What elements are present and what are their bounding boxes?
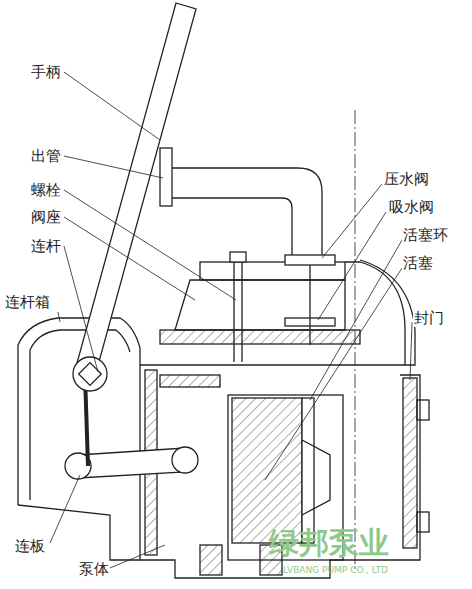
door-bolt	[417, 400, 429, 420]
watermark: 绿邦泵业	[268, 526, 390, 559]
part-label: 活塞环	[402, 227, 449, 244]
part-label: 阀座	[30, 209, 62, 226]
leader-lines	[50, 72, 412, 568]
watermark-subtitle: LVBANG PUMP CO., LTD	[282, 566, 389, 576]
part-label: 连杆箱	[4, 294, 51, 311]
part-label: 压水阀	[383, 171, 430, 188]
part-label: 螺栓	[30, 182, 62, 199]
pivot	[73, 357, 107, 391]
door-bolt	[417, 512, 429, 532]
link-pin	[172, 447, 198, 473]
valve-seat	[175, 280, 345, 330]
bolt-shank	[233, 262, 234, 362]
pump-body	[140, 365, 420, 578]
piston-head	[302, 440, 330, 515]
door-plate	[403, 378, 417, 548]
seat-flange	[160, 330, 360, 344]
outlet-pipe	[172, 168, 322, 255]
body-wall	[160, 375, 220, 387]
outlet-flange	[160, 148, 172, 206]
link-plate	[78, 448, 185, 478]
valve-cover	[140, 260, 415, 365]
part-label: 封门	[413, 310, 445, 327]
part-label: 吸水阀	[388, 199, 435, 216]
part-label: 手柄	[30, 64, 62, 81]
discharge-valve	[285, 255, 335, 265]
piston	[232, 398, 302, 543]
bolt-head	[230, 252, 246, 262]
part-label: 泵体	[78, 561, 110, 578]
part-label: 连杆	[30, 238, 62, 255]
part-label: 出管	[30, 148, 62, 165]
pivot-square	[79, 363, 102, 386]
handle	[74, 3, 196, 380]
part-label: 活塞	[402, 255, 434, 272]
part-label: 连板	[14, 538, 46, 555]
body-foot	[200, 545, 222, 575]
